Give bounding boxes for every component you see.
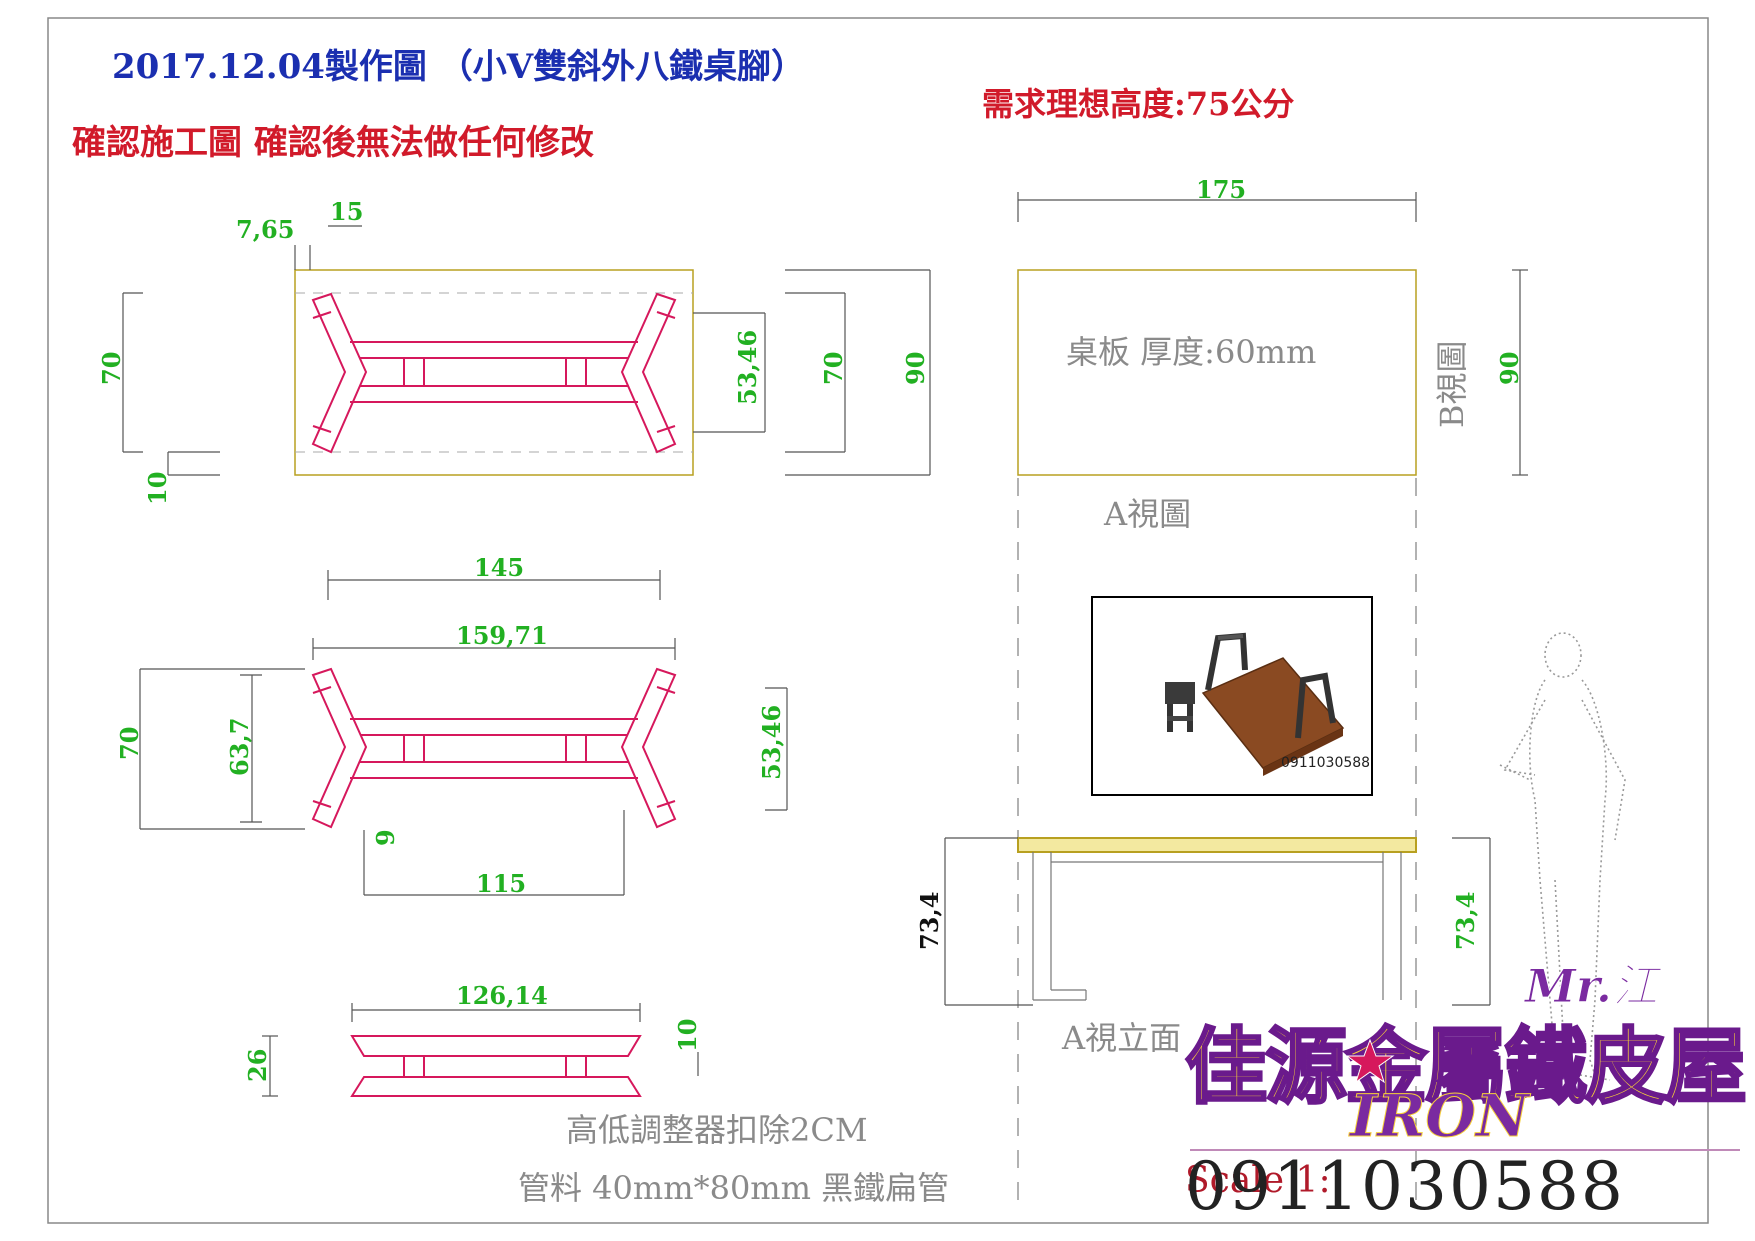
preview-phone: 0911030588 (1281, 755, 1371, 771)
dim-10-left: 10 (143, 471, 172, 505)
table-render (1165, 632, 1345, 776)
human-figure (1499, 632, 1626, 1081)
sheet-border (47, 17, 1709, 1224)
confirm-warning: 確認施工圖 確認後無法做任何修改 (72, 123, 594, 163)
elevation-view (944, 837, 1491, 1006)
brand-logo-mr: Mr.江 (1525, 959, 1659, 1014)
dim-90-left: 90 (901, 351, 930, 385)
top-view (122, 225, 931, 476)
brand-logo-name: 佳源金屬鐵皮屋 (1183, 1018, 1748, 1117)
tabletop-label: 桌板 厚度:60mm (1066, 333, 1317, 371)
dim-73-4-right: 73,4 (1451, 891, 1480, 950)
material-note: 管料 40mm*80mm 黑鐵扁管 (518, 1169, 950, 1207)
dim-53-46-mid: 53,46 (757, 704, 786, 780)
view-a-elevation-label: A視立面 (1062, 1019, 1182, 1057)
dim-9: 9 (371, 829, 400, 846)
brand-phone: 0911030588 (1185, 1148, 1625, 1225)
height-requirement: 需求理想高度:75公分 (982, 85, 1295, 123)
brand-logo-iron: IRON (1350, 1082, 1530, 1151)
dim-70-right: 70 (819, 351, 848, 385)
leg-profile-view (262, 1003, 699, 1097)
dim-53-46-top: 53,46 (733, 329, 762, 405)
dim-73-4-left: 73,4 (915, 891, 944, 950)
dim-70-mid: 70 (115, 726, 144, 760)
dim-63-7: 63,7 (225, 717, 254, 776)
dim-15: 15 (330, 197, 364, 226)
dim-145: 145 (474, 553, 525, 582)
dim-70-left: 70 (97, 351, 126, 385)
adjuster-note: 高低調整器扣除2CM (566, 1111, 868, 1149)
view-a-label: A視圖 (1104, 495, 1192, 533)
dim-126-14: 126,14 (456, 981, 548, 1010)
scale-label: Scale 1: (1185, 1160, 1331, 1201)
drawing-title: 2017.12.04製作圖 （小V雙斜外八鐵桌腳） (112, 47, 806, 87)
dim-10-right: 10 (673, 1018, 702, 1052)
dim-175: 175 (1196, 175, 1247, 204)
dim-159-71: 159,71 (456, 621, 548, 650)
view-b-label: B視圖 (1433, 340, 1471, 428)
dim-26: 26 (243, 1048, 272, 1082)
render-preview: 0911030588 (1091, 596, 1373, 796)
dim-115: 115 (476, 869, 527, 898)
leg-front-view (139, 570, 788, 896)
dim-90-right: 90 (1495, 351, 1524, 385)
dim-7-65: 7,65 (236, 215, 295, 244)
